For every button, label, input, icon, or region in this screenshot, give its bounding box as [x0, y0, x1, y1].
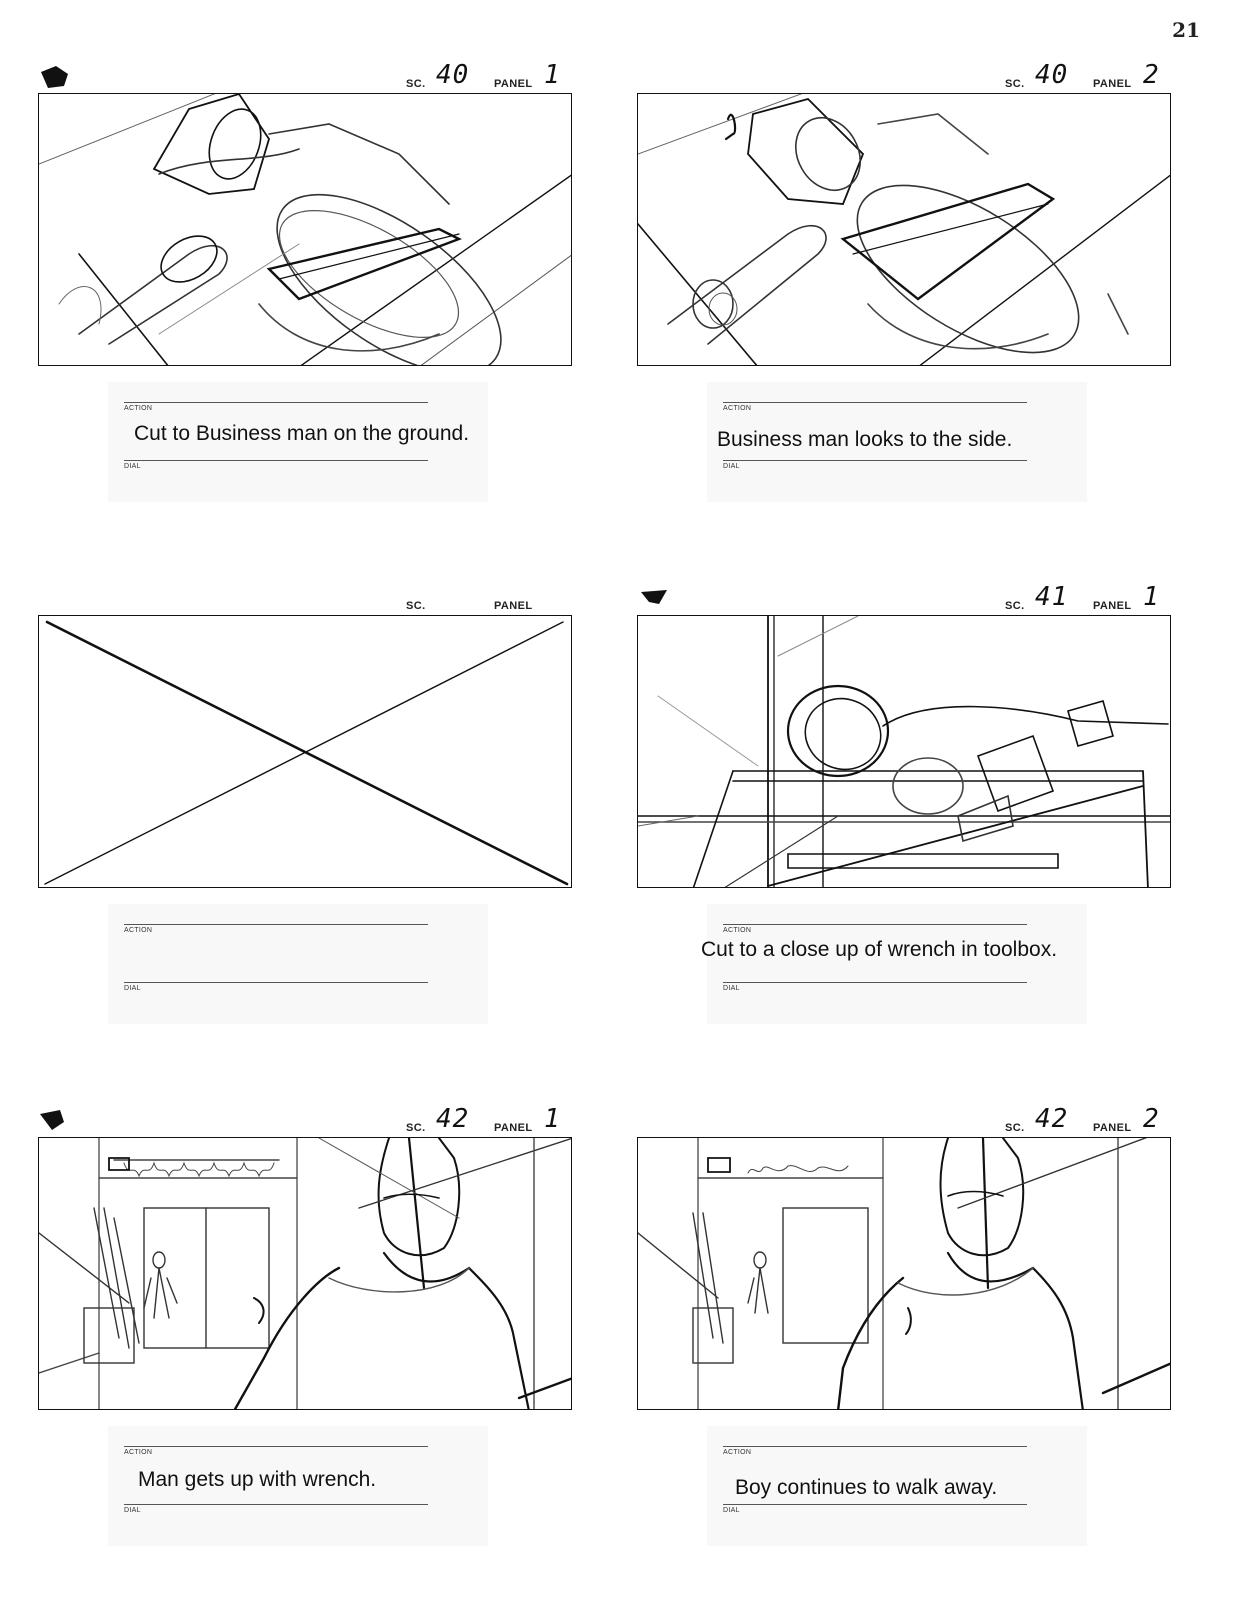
action-rule — [124, 1446, 428, 1447]
camera-mark-icon — [641, 590, 667, 604]
scene-label: SC. — [406, 1122, 426, 1134]
action-text: Cut to Business man on the ground. — [134, 422, 470, 445]
sketch-frame — [38, 93, 572, 366]
scene-label: SC. — [406, 78, 426, 90]
sketch-frame — [637, 615, 1171, 888]
scene-number: 42 — [1035, 1104, 1069, 1134]
scene-label: SC. — [1005, 600, 1025, 612]
action-label: ACTION — [124, 405, 153, 412]
action-label: ACTION — [124, 1449, 153, 1456]
camera-mark-icon — [41, 66, 68, 88]
cross-out-lines — [44, 620, 569, 886]
sketch-frame — [38, 615, 572, 888]
dialogue-rule — [124, 460, 428, 461]
notes-area: ACTION Business man looks to the side. D… — [707, 382, 1087, 502]
dialogue-rule — [723, 982, 1027, 983]
storyboard-panel: SC. 41 PANEL 1 — [637, 582, 1173, 1056]
action-label: ACTION — [723, 405, 752, 412]
action-label: ACTION — [124, 927, 153, 934]
page-number: 21 — [1172, 18, 1200, 42]
action-text: Cut to a close up of wrench in toolbox. — [701, 938, 1058, 961]
action-rule — [124, 402, 428, 403]
sketch-drawing — [39, 94, 571, 365]
dialogue-label: DIAL — [723, 463, 740, 470]
action-rule — [723, 1446, 1027, 1447]
panel-label: PANEL — [1093, 1122, 1132, 1134]
action-rule — [124, 924, 428, 925]
storyboard-panel: SC. PANEL ACTION DIAL — [38, 586, 574, 1056]
action-rule — [723, 924, 1027, 925]
panel-number: 2 — [1143, 1104, 1159, 1134]
scene-number: 40 — [1035, 60, 1069, 90]
panel-label: PANEL — [494, 78, 533, 90]
scene-label: SC. — [1005, 78, 1025, 90]
panel-label: PANEL — [494, 1122, 533, 1134]
notes-area: ACTION Boy continues to walk away. DIAL — [707, 1426, 1087, 1546]
dialogue-label: DIAL — [723, 985, 740, 992]
scene-number: 41 — [1035, 582, 1069, 612]
dialogue-label: DIAL — [124, 463, 141, 470]
panel-number: 1 — [544, 1104, 560, 1134]
scene-number: 40 — [436, 60, 470, 90]
panel-number: 1 — [1143, 582, 1159, 612]
sketch-drawing — [638, 1138, 1170, 1409]
panel-label: PANEL — [1093, 600, 1132, 612]
sketch-drawing — [638, 94, 1170, 365]
dialogue-rule — [723, 460, 1027, 461]
action-label: ACTION — [723, 1449, 752, 1456]
sketch-frame — [38, 1137, 572, 1410]
sketch-frame — [637, 93, 1171, 366]
storyboard-panel: SC. 40 PANEL 2 ACTION Business man looks… — [637, 60, 1173, 534]
dialogue-rule — [124, 1504, 428, 1505]
panel-number: 2 — [1143, 60, 1159, 90]
sketch-frame — [637, 1137, 1171, 1410]
notes-area: ACTION Man gets up with wrench. DIAL — [108, 1426, 488, 1546]
scene-number: 42 — [436, 1104, 470, 1134]
notes-area: ACTION DIAL — [108, 904, 488, 1024]
panel-label: PANEL — [1093, 78, 1132, 90]
storyboard-panel: SC. 42 PANEL 1 — [38, 1104, 574, 1578]
action-text: Business man looks to the side. — [717, 428, 1013, 451]
dialogue-label: DIAL — [723, 1507, 740, 1514]
notes-area: ACTION Cut to Business man on the ground… — [108, 382, 488, 502]
dialogue-label: DIAL — [124, 1507, 141, 1514]
dialogue-rule — [124, 982, 428, 983]
dialogue-rule — [723, 1504, 1027, 1505]
storyboard-panel: SC. 40 PANEL 1 ACTION Cut to Business ma… — [38, 60, 574, 534]
action-text: Boy continues to walk away. — [735, 1476, 998, 1499]
scene-label: SC. — [1005, 1122, 1025, 1134]
action-text: Man gets up with wrench. — [138, 1468, 377, 1491]
storyboard-panel: SC. 42 PANEL 2 ACTI — [637, 1104, 1173, 1578]
camera-mark-icon — [40, 1110, 64, 1130]
scene-label: SC. — [406, 600, 426, 612]
panel-number: 1 — [544, 60, 560, 90]
sketch-drawing — [39, 1138, 571, 1409]
notes-area: ACTION Cut to a close up of wrench in to… — [701, 904, 1087, 1024]
dialogue-label: DIAL — [124, 985, 141, 992]
panel-label: PANEL — [494, 600, 533, 612]
sketch-drawing — [638, 616, 1170, 887]
action-label: ACTION — [723, 927, 752, 934]
action-rule — [723, 402, 1027, 403]
